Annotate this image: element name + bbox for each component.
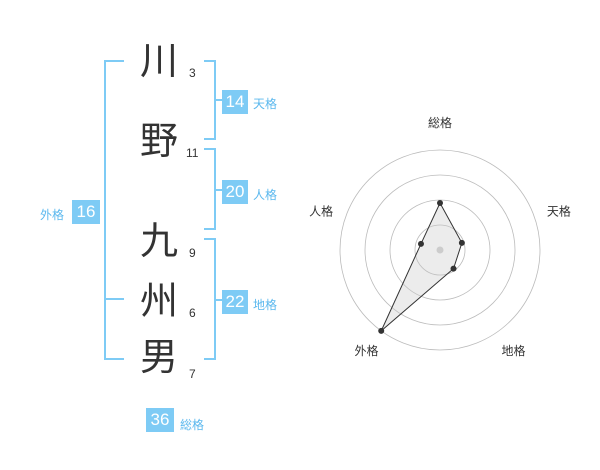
char-3-strokes: 9	[189, 246, 196, 260]
char-5: 男	[140, 335, 179, 379]
radar-point-3	[378, 327, 385, 334]
radar-axis-label-2: 地格	[501, 343, 525, 358]
radar-ring-3	[364, 174, 516, 326]
tenkaku-label: 天格	[253, 97, 278, 111]
tenkaku-bracket	[204, 60, 216, 140]
char-1-strokes: 3	[189, 66, 196, 80]
char-4: 州	[140, 279, 179, 323]
char-1: 川	[140, 39, 179, 83]
gaikaku-label: 外格	[40, 208, 65, 222]
radar-point-0	[437, 200, 443, 206]
radar-point-4	[417, 240, 424, 247]
gaikaku-bracket	[104, 60, 124, 360]
jinkaku-bracket	[204, 148, 216, 230]
radar-axis-label-1: 天格	[547, 203, 571, 218]
radar-ring-1	[414, 224, 466, 276]
char-5-strokes: 7	[189, 367, 196, 381]
chikaku-value: 22	[222, 290, 248, 314]
jinkaku-connector	[216, 189, 222, 191]
radar-center	[436, 246, 444, 254]
soukaku-label: 総格	[180, 418, 205, 432]
char-3: 九	[140, 219, 179, 263]
radar-axis-label-0: 総格	[428, 115, 452, 130]
jinkaku-label: 人格	[253, 188, 278, 202]
radar-polygon	[380, 201, 463, 332]
char-4-strokes: 6	[189, 306, 196, 320]
gaikaku-split-tick	[104, 298, 124, 300]
chikaku-label: 地格	[253, 298, 278, 312]
gaikaku-value: 16	[72, 200, 100, 224]
radar-point-2	[450, 265, 457, 272]
soukaku-value: 36	[146, 408, 174, 432]
tenkaku-value: 14	[222, 90, 248, 114]
radar-axis-label-3: 外格	[355, 343, 379, 358]
jinkaku-value: 20	[222, 180, 248, 204]
tenkaku-connector	[216, 99, 222, 101]
char-2-strokes: 11	[186, 146, 199, 160]
chikaku-bracket	[204, 238, 216, 360]
radar-axis-label-4: 人格	[309, 203, 333, 218]
char-2: 野	[140, 119, 179, 163]
chikaku-connector	[216, 299, 222, 301]
radar-ring-4	[339, 149, 541, 351]
radar-point-1	[458, 239, 465, 246]
